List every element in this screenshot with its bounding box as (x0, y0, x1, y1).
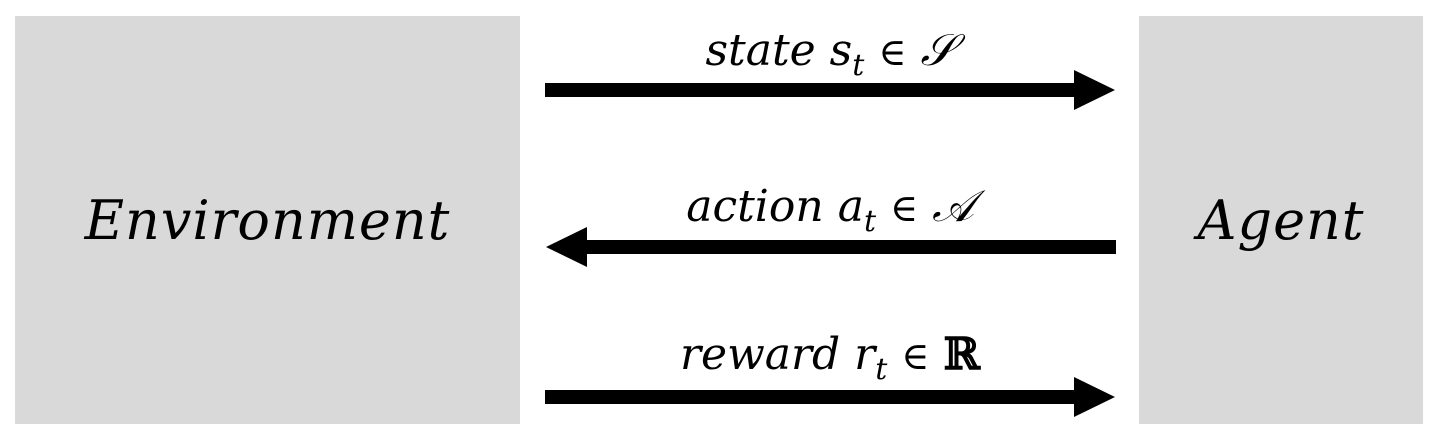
action-word: action (686, 181, 824, 232)
action-arrow (546, 227, 1116, 267)
reward-set-symbol: ℝ (943, 329, 980, 380)
state-set-symbol: 𝒮 (920, 25, 955, 76)
state-subscript: t (852, 48, 865, 83)
state-variable: s (829, 25, 853, 76)
environment-box: Environment (15, 16, 520, 424)
agent-box: Agent (1139, 16, 1423, 424)
agent-label: Agent (1197, 188, 1365, 252)
reward-subscript: t (875, 352, 888, 387)
action-signal-label: action at ∈ 𝒜 (545, 181, 1115, 237)
reward-relation-symbol: ∈ (901, 334, 930, 378)
reward-word: reward (680, 329, 841, 380)
reward-variable: r (854, 329, 876, 380)
action-relation-symbol: ∈ (890, 186, 919, 230)
state-arrow (545, 70, 1115, 110)
action-variable: a (837, 181, 864, 232)
environment-label: Environment (84, 188, 451, 252)
state-word: state (705, 25, 816, 76)
action-subscript: t (863, 204, 876, 239)
state-signal-label: state st ∈ 𝒮 (545, 25, 1115, 81)
state-relation-symbol: ∈ (878, 30, 907, 74)
action-set-symbol: 𝒜 (932, 181, 974, 232)
reward-signal-label: reward rt ∈ ℝ (545, 329, 1115, 385)
reward-arrow (545, 377, 1115, 417)
